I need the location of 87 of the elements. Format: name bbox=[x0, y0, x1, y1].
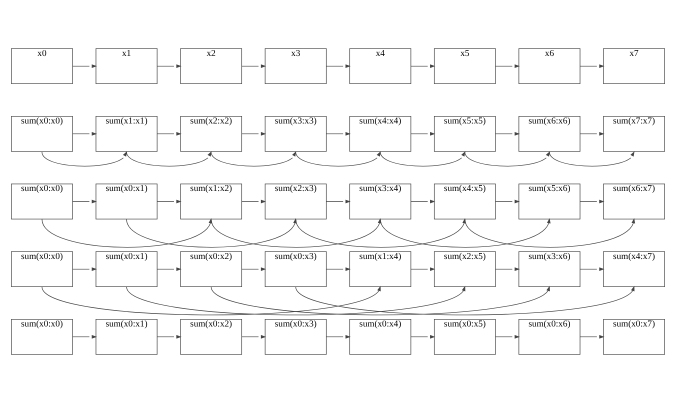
arrow bbox=[580, 335, 604, 339]
node-box: sum(x0:x6) bbox=[518, 318, 580, 355]
node-box: sum(x0:x2) bbox=[180, 251, 242, 288]
arrow bbox=[72, 132, 97, 136]
arrow bbox=[495, 64, 520, 68]
node-box: sum(x6:x7) bbox=[603, 184, 665, 220]
arrow bbox=[410, 64, 436, 68]
node-box: x1 bbox=[96, 48, 158, 84]
arrow bbox=[380, 151, 466, 166]
arrow bbox=[241, 64, 266, 68]
arrow bbox=[210, 286, 550, 316]
arrow bbox=[241, 132, 266, 136]
node-box: x2 bbox=[180, 48, 242, 84]
arrow bbox=[295, 286, 634, 316]
arrow bbox=[156, 64, 182, 68]
arrow bbox=[326, 132, 351, 136]
node-box: sum(x5:x5) bbox=[434, 116, 496, 152]
arrow bbox=[156, 267, 182, 271]
arrow bbox=[326, 267, 351, 271]
node-box: sum(x1:x2) bbox=[180, 184, 242, 220]
node-box: x3 bbox=[264, 48, 327, 84]
arrow bbox=[326, 64, 351, 68]
arrow bbox=[495, 200, 520, 204]
arrow bbox=[42, 286, 381, 316]
node-box: sum(x0:x2) bbox=[180, 318, 242, 355]
node-box: sum(x0:x0) bbox=[11, 251, 73, 288]
arrow bbox=[72, 200, 97, 204]
arrow bbox=[580, 267, 604, 271]
node-box: sum(x0:x1) bbox=[96, 184, 158, 220]
arrow bbox=[241, 335, 266, 339]
node-box: sum(x0:x1) bbox=[96, 318, 158, 355]
node-box: sum(x0:x0) bbox=[11, 184, 73, 220]
arrow bbox=[156, 200, 182, 204]
node-box: sum(x1:x1) bbox=[96, 116, 158, 152]
node-box: sum(x3:x4) bbox=[349, 184, 412, 220]
node-box: x7 bbox=[603, 48, 665, 84]
arrow bbox=[495, 267, 520, 271]
arrow bbox=[464, 218, 636, 248]
arrow bbox=[241, 200, 266, 204]
arrow bbox=[580, 64, 604, 68]
arrow bbox=[156, 335, 182, 339]
node-box: sum(x2:x2) bbox=[180, 116, 242, 152]
arrow bbox=[326, 200, 351, 204]
node-box: sum(x4:x7) bbox=[603, 251, 665, 288]
node-box: x5 bbox=[434, 48, 496, 84]
arrow bbox=[410, 200, 436, 204]
arrow bbox=[72, 64, 97, 68]
node-box: x6 bbox=[518, 48, 580, 84]
node-box: sum(x6:x6) bbox=[518, 116, 580, 152]
arrow bbox=[580, 200, 604, 204]
arrow bbox=[495, 132, 520, 136]
node-box: sum(x0:x3) bbox=[264, 318, 327, 355]
node-box: sum(x0:x1) bbox=[96, 251, 158, 288]
node-box: sum(x5:x6) bbox=[518, 184, 580, 220]
node-box: sum(x0:x4) bbox=[349, 318, 412, 355]
arrow bbox=[42, 151, 128, 166]
node-box: sum(x4:x5) bbox=[434, 184, 496, 220]
arrow bbox=[295, 151, 381, 166]
node-box: x4 bbox=[349, 48, 412, 84]
node-box: sum(x3:x6) bbox=[518, 251, 580, 288]
node-box: x0 bbox=[11, 48, 73, 84]
node-box: sum(x0:x0) bbox=[11, 116, 73, 152]
arrow bbox=[410, 132, 436, 136]
node-box: sum(x0:x7) bbox=[603, 318, 665, 355]
arrow bbox=[495, 335, 520, 339]
arrow bbox=[241, 267, 266, 271]
node-box: sum(x2:x5) bbox=[434, 251, 496, 288]
node-box: sum(x2:x3) bbox=[264, 184, 327, 220]
arrow bbox=[326, 335, 351, 339]
arrow bbox=[549, 151, 634, 166]
node-box: sum(x4:x4) bbox=[349, 116, 412, 152]
node-box: sum(x0:x3) bbox=[264, 251, 327, 288]
arrow bbox=[126, 286, 466, 316]
arrow bbox=[410, 267, 436, 271]
arrow bbox=[410, 335, 436, 339]
node-box: sum(x0:x5) bbox=[434, 318, 496, 355]
arrow bbox=[580, 132, 604, 136]
arrow bbox=[156, 132, 182, 136]
node-box: sum(x0:x0) bbox=[11, 318, 73, 355]
arrow bbox=[464, 151, 550, 166]
arrow bbox=[72, 335, 97, 339]
arrow bbox=[126, 151, 212, 166]
node-box: sum(x1:x4) bbox=[349, 251, 412, 288]
arrow bbox=[210, 151, 296, 166]
node-box: sum(x7:x7) bbox=[603, 116, 665, 152]
node-box: sum(x3:x3) bbox=[264, 116, 327, 152]
arrow bbox=[72, 267, 97, 271]
